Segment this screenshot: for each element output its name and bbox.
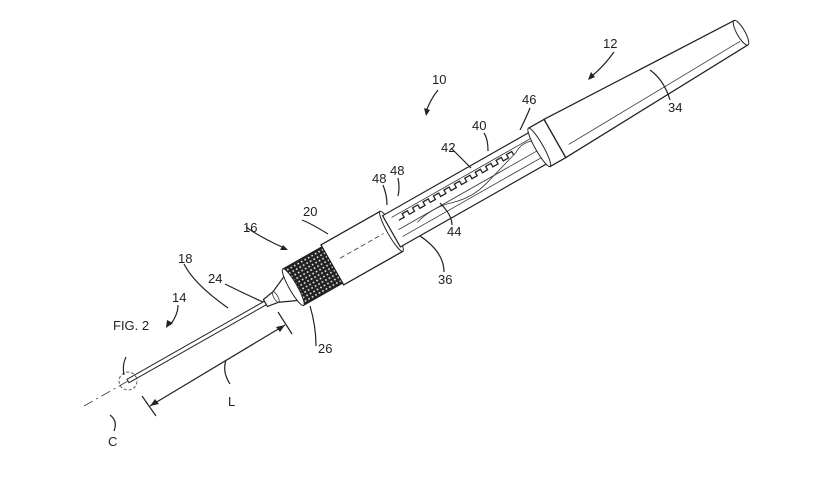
- label-48a: 48: [372, 171, 386, 186]
- length-dimension: [141, 311, 293, 417]
- label-36: 36: [438, 272, 452, 287]
- label-12: 12: [603, 36, 617, 51]
- internal-spring: [398, 150, 515, 221]
- label-L: L: [228, 394, 235, 409]
- needle: [126, 299, 269, 384]
- label-44: 44: [447, 224, 461, 239]
- label-42: 42: [441, 140, 455, 155]
- label-14: 14: [172, 290, 186, 305]
- label-26: 26: [318, 341, 332, 356]
- center-axis-line: [83, 380, 129, 407]
- label-48b: 48: [390, 163, 404, 178]
- label-20: 20: [303, 204, 317, 219]
- label-fig2: FIG. 2: [113, 318, 149, 333]
- label-46: 46: [522, 92, 536, 107]
- device-body: [118, 19, 750, 391]
- label-C: C: [108, 434, 117, 449]
- label-10: 10: [432, 72, 446, 87]
- label-18: 18: [178, 251, 192, 266]
- label-34: 34: [668, 100, 682, 115]
- leader-lines: [109, 51, 671, 432]
- cap: [543, 19, 749, 159]
- window-section: [381, 130, 549, 248]
- label-24: 24: [208, 271, 222, 286]
- label-16: 16: [243, 220, 257, 235]
- label-40: 40: [472, 118, 486, 133]
